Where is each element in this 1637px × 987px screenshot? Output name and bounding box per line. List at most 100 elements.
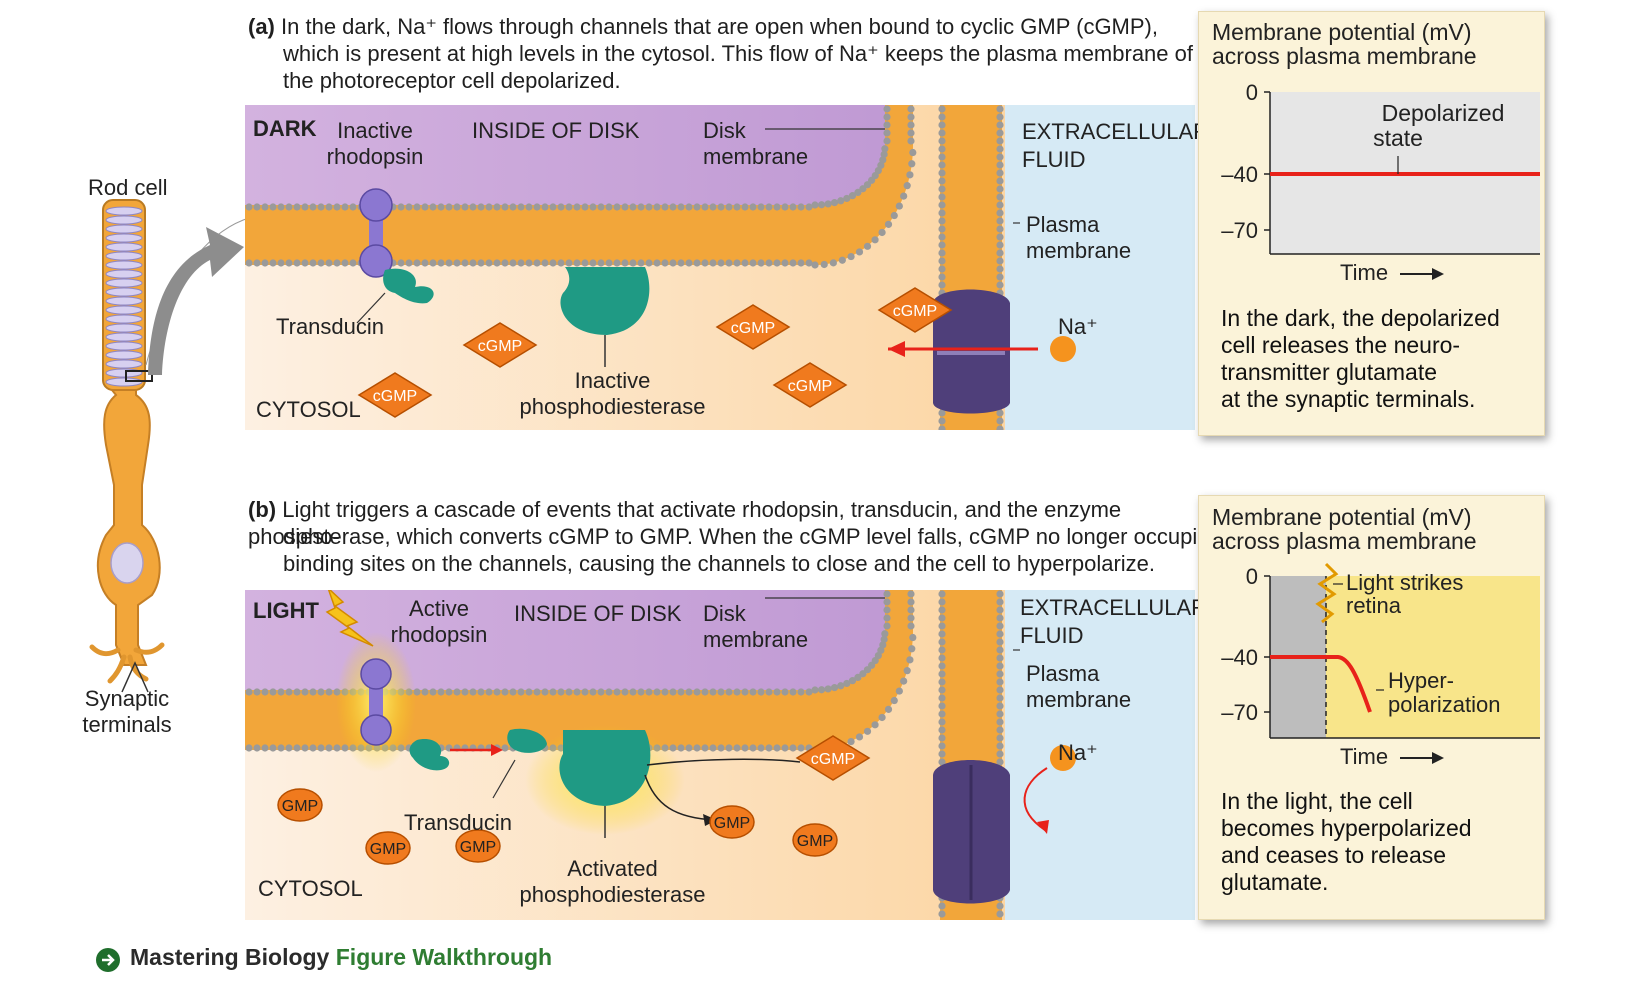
footer-link[interactable]: Mastering Biology Figure Walkthrough [130,944,552,971]
zoom-arrow [148,227,244,375]
synaptic-label-line-2: terminals [82,712,172,737]
cgmp-molecule-a: cGMP [877,287,953,333]
extracellular-region-b [1005,590,1195,920]
play-arrow-icon [102,954,115,966]
caption-a-line-3: the photoreceptor cell depolarized. [283,68,621,93]
na-blocked-arrow [1023,767,1048,831]
graph-b-plot: 0 –40 –70 Light strikes retina Hyper- po… [1221,562,1540,769]
transducin-label-a: Transducin [276,314,385,339]
na-channel-closed [933,760,1010,904]
svg-text:GMP: GMP [370,841,406,858]
caption-a-line-2: which is present at high levels in the c… [283,41,1193,66]
caption-a-line-2-wrap: which is present at high levels in the c… [283,40,1193,67]
svg-text:GMP: GMP [460,839,496,856]
inside-of-disk-label-b: INSIDE OF DISK [514,601,682,626]
graph-a-title-line-2: across plasma membrane [1212,43,1477,69]
transducin-label-b: Transducin [404,810,513,835]
graph-b-tick-70: –70 [1221,700,1258,725]
graph-b-title: Membrane potential (mV) across plasma me… [1212,505,1477,553]
gmp-molecule: GMP [792,823,838,857]
graph-b-title-line-2: across plasma membrane [1212,528,1477,554]
graph-a-desc-3: transmitter glutamate [1221,359,1438,385]
graph-a-tick-40: –40 [1221,162,1258,187]
dark-label: DARK [253,116,317,141]
graph-b-trace [1270,655,1372,713]
graph-a-desc-1: In the dark, the depolarized [1221,305,1500,331]
extracellular-region [1005,105,1195,430]
disk-membrane-line-1-b: Disk [703,601,746,626]
caption-b-line-3-wrap: binding sites on the channels, causing t… [283,550,1155,577]
na-label-b: Na⁺ [1058,740,1098,765]
cytosol-label-a: CYTOSOL [256,397,361,422]
plasma-membrane-label-b: Plasma membrane [1026,661,1131,713]
na-ion-b [1050,745,1076,771]
transducin-active-1 [409,739,450,771]
inactive-rhodopsin-line-1: Inactive [337,118,413,143]
extracellular-line-1-a: EXTRACELLULAR [1022,119,1210,144]
na-ion [1050,336,1076,362]
panel-b-illustration: cGMP GMP GMP GMP GMP GMP [245,590,1195,920]
inactive-rhodopsin-label: Inactive rhodopsin [320,118,430,170]
graph-b-light-1: Light strikes [1346,570,1463,595]
gmp-molecule: GMP [709,805,755,839]
plasma-membrane-line-1-b: Plasma [1026,661,1100,686]
graph-b-tick-0: 0 [1246,564,1258,589]
footer-prefix: Mastering Biology [130,944,330,970]
graph-a-description: In the dark, the depolarized cell releas… [1221,305,1500,413]
caption-a-tag: (a) [248,14,275,39]
rhodopsin-active [360,658,392,746]
disk-lumen [245,105,885,205]
light-label: LIGHT [253,598,319,623]
graph-b-desc-2: becomes hyperpolarized [1221,815,1472,841]
graph-a-title: Membrane potential (mV) across plasma me… [1212,20,1477,68]
extracellular-line-1-b: EXTRACELLULAR [1020,595,1208,620]
extracellular-label-a: EXTRACELLULAR FLUID [1022,118,1209,174]
graph-a-title-line-1: Membrane potential (mV) [1212,19,1472,45]
gmp-molecule: GMP [277,788,323,822]
cytosol-label-b: CYTOSOL [258,876,363,901]
svg-text:cGMP: cGMP [893,303,937,320]
gmp-molecule: GMP [365,831,411,865]
cgmp-molecule-a: cGMP [462,322,538,368]
extracellular-line-2-a: FLUID [1022,147,1086,172]
graph-b-light-2: retina [1346,593,1402,618]
svg-text:GMP: GMP [797,833,833,850]
graph-a-tick-0: 0 [1246,80,1258,105]
graph-a-annotation-2: state [1373,125,1423,151]
graph-a-desc-4: at the synaptic terminals. [1221,386,1476,412]
graph-b-hyper-2: polarization [1388,692,1501,717]
caption-a: (a) In the dark, Na⁺ flows through chann… [248,13,1178,40]
caption-b-tag: (b) [248,497,277,522]
pde-line-1-b: Activated [567,856,658,881]
na-label-a: Na⁺ [1058,314,1098,339]
caption-b-line-2: diesterase, which converts cGMP to GMP. … [283,524,1258,549]
lightning-bolt-icon [325,590,374,647]
disk-membrane-line-2-a: membrane [703,144,809,169]
inactive-rhodopsin-line-2: rhodopsin [326,144,424,169]
pde-active [559,730,651,806]
rhodopsin-inactive [359,188,393,278]
cgmp-molecule-b: cGMP [795,735,871,781]
extracellular-label-b: EXTRACELLULAR FLUID [1020,594,1207,650]
graph-b-desc-1: In the light, the cell [1221,788,1413,814]
active-rhodopsin-label: Active rhodopsin [384,596,494,648]
na-channel-open [933,289,1010,414]
graph-b-tick-40: –40 [1221,645,1258,670]
footer-suffix: Figure Walkthrough [335,944,553,970]
transducin-active-2 [507,728,547,753]
disk-membrane-line-1-a: Disk [703,118,746,143]
caption-b-line-2-wrap: diesterase, which converts cGMP to GMP. … [283,523,1257,550]
disk-membrane-label-a: Disk membrane [703,118,808,170]
graph-b-desc-3: and ceases to release [1221,842,1447,868]
disk-membrane-line-2-b: membrane [703,627,809,652]
disk-membrane [245,105,913,265]
pde-inactive [560,267,650,335]
svg-text:GMP: GMP [282,798,318,815]
active-rhodopsin-line-1: Active [409,596,469,621]
graph-a-plot: 0 –40 –70 Depolarized state Time [1221,80,1540,285]
synaptic-label: Synaptic terminals [82,686,172,738]
plasma-membrane-line-2-a: membrane [1026,238,1132,263]
caption-a-line-3-wrap: the photoreceptor cell depolarized. [283,67,621,94]
cgmp-molecule-a: cGMP [772,362,848,408]
svg-text:cGMP: cGMP [478,338,522,355]
